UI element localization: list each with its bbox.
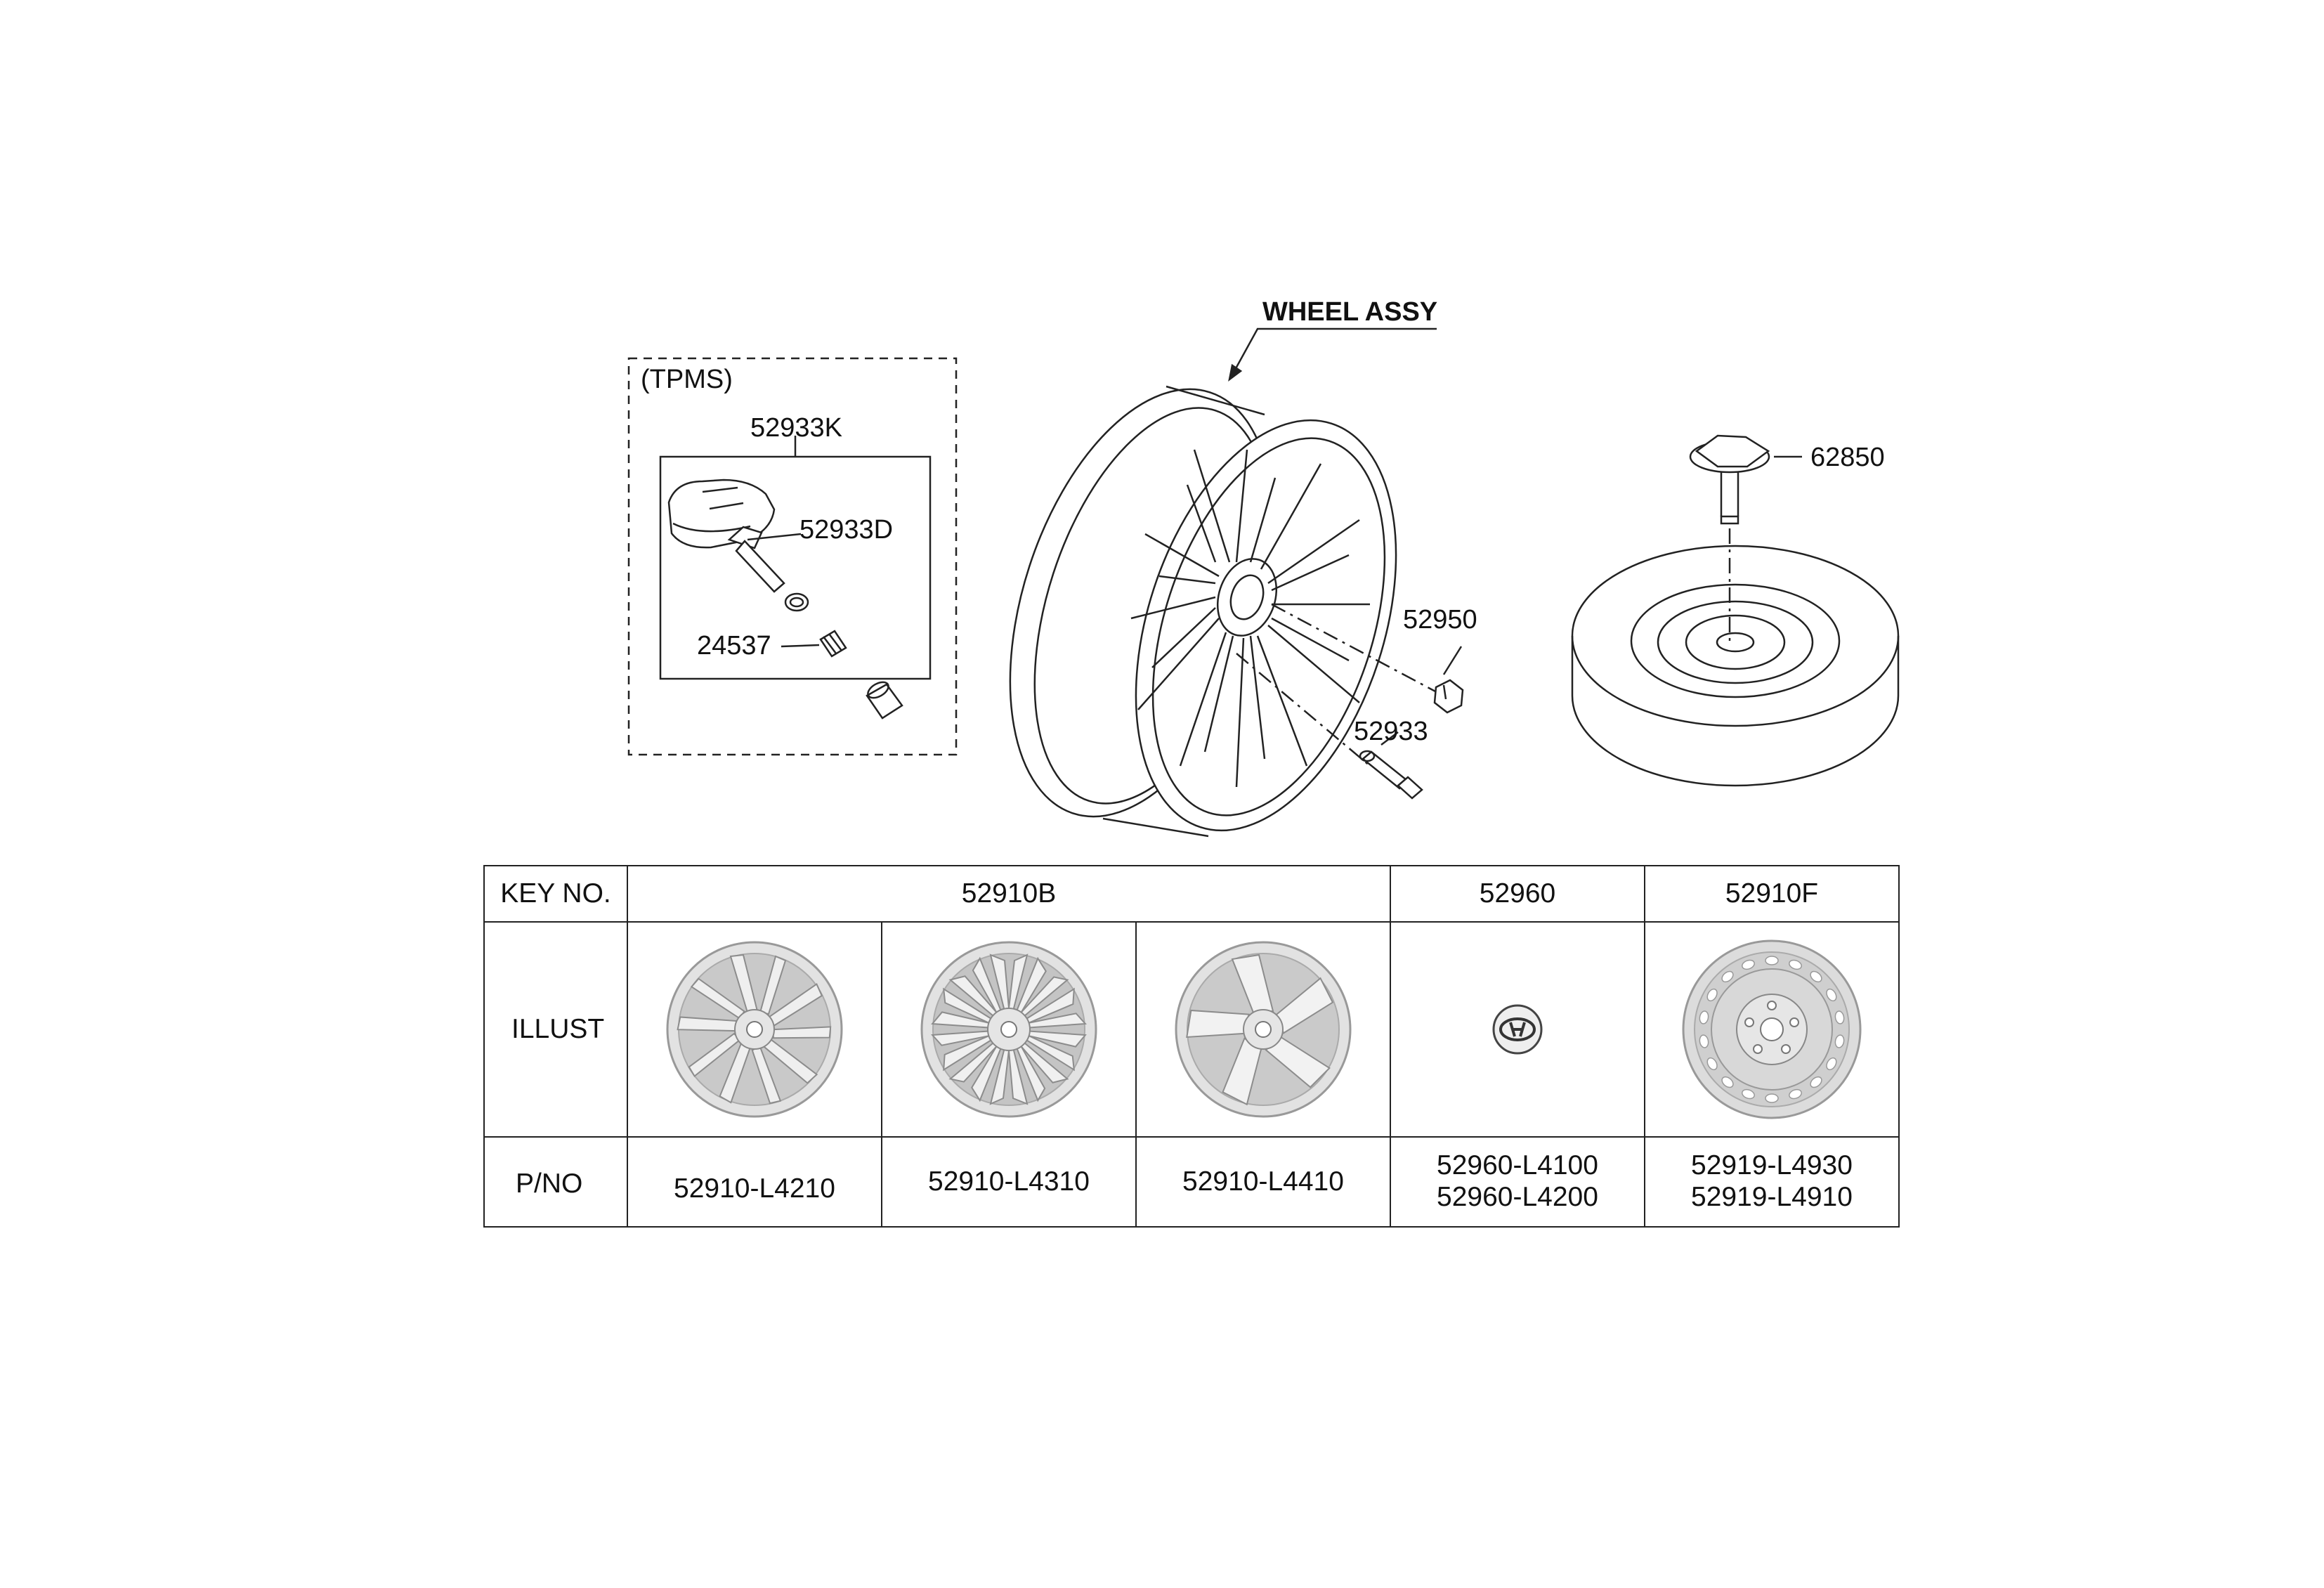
tpms-o-ring-icon	[784, 592, 809, 612]
tpms-label: (TPMS)	[641, 365, 733, 394]
parts-table: KEY NO. 52910B 52960 52910F ILLUST	[483, 865, 1900, 1228]
part-number: 52910-L4210	[674, 1173, 835, 1204]
tpms-valve-cap-icon	[866, 681, 903, 720]
illust-cell	[627, 921, 882, 1138]
table-header-row: KEY NO. 52910B 52960 52910F	[483, 865, 1900, 923]
illust-cell	[881, 921, 1137, 1138]
part-number: 52919-L4930	[1691, 1150, 1853, 1181]
tpms-kit-label: 52933K	[750, 413, 843, 443]
pno-cell: 52919-L4930 52919-L4910	[1644, 1136, 1900, 1228]
key-no-header: KEY NO.	[483, 865, 628, 923]
hyundai-center-cap-icon	[1492, 1004, 1543, 1055]
pno-row: P/NO 52910-L4210 52910-L4310 52910-L4410…	[483, 1136, 1900, 1228]
illust-cell	[1390, 921, 1645, 1138]
pno-cell: 52960-L4100 52960-L4200	[1390, 1136, 1645, 1228]
spare-holder-label: 62850	[1810, 443, 1885, 472]
tpms-group-box	[627, 357, 958, 756]
spare-tire-holder-icon	[1689, 434, 1802, 525]
tpms-part-label: 24537	[697, 631, 771, 660]
group-52910f-header: 52910F	[1644, 865, 1900, 923]
lug-nut-label: 52950	[1403, 605, 1477, 634]
pno-cell: 52910-L4310	[881, 1136, 1137, 1228]
tpms-valve-stem-icon	[727, 526, 802, 593]
tpms-nut-icon	[781, 630, 847, 658]
illust-row: ILLUST	[483, 921, 1900, 1138]
alloy-wheel-multi-spoke-icon	[920, 941, 1097, 1118]
valve-stem-icon	[1359, 750, 1423, 800]
lug-nut-icon	[1433, 679, 1464, 714]
part-number: 52919-L4910	[1691, 1182, 1853, 1212]
group-52960-header: 52960	[1390, 865, 1645, 923]
part-number: 52910-L4310	[928, 1166, 1090, 1197]
pno-row-label: P/NO	[483, 1136, 628, 1228]
part-number: 52910-L4410	[1182, 1166, 1344, 1197]
illust-cell	[1135, 921, 1391, 1138]
part-number: 52960-L4200	[1437, 1182, 1598, 1212]
main-wheel-icon	[1009, 385, 1397, 838]
spare-tire-icon	[1571, 545, 1900, 787]
part-number: 52960-L4100	[1437, 1150, 1598, 1181]
wheel-assy-label: WHEEL ASSY	[1262, 297, 1438, 327]
wheel-assy-leader	[1233, 327, 1437, 372]
pno-cell: 52910-L4410	[1135, 1136, 1391, 1228]
pno-cell: 52910-L4210	[627, 1136, 882, 1228]
tpms-valve-label: 52933D	[799, 515, 894, 545]
illust-row-label: ILLUST	[483, 921, 628, 1138]
alloy-wheel-five-spoke-icon	[1175, 941, 1352, 1118]
group-52910b-header: 52910B	[627, 865, 1391, 923]
valve-label: 52933	[1354, 717, 1428, 746]
steel-spare-wheel-icon	[1682, 939, 1862, 1119]
illust-cell	[1644, 921, 1900, 1138]
alloy-wheel-twin-spoke-icon	[666, 941, 843, 1118]
